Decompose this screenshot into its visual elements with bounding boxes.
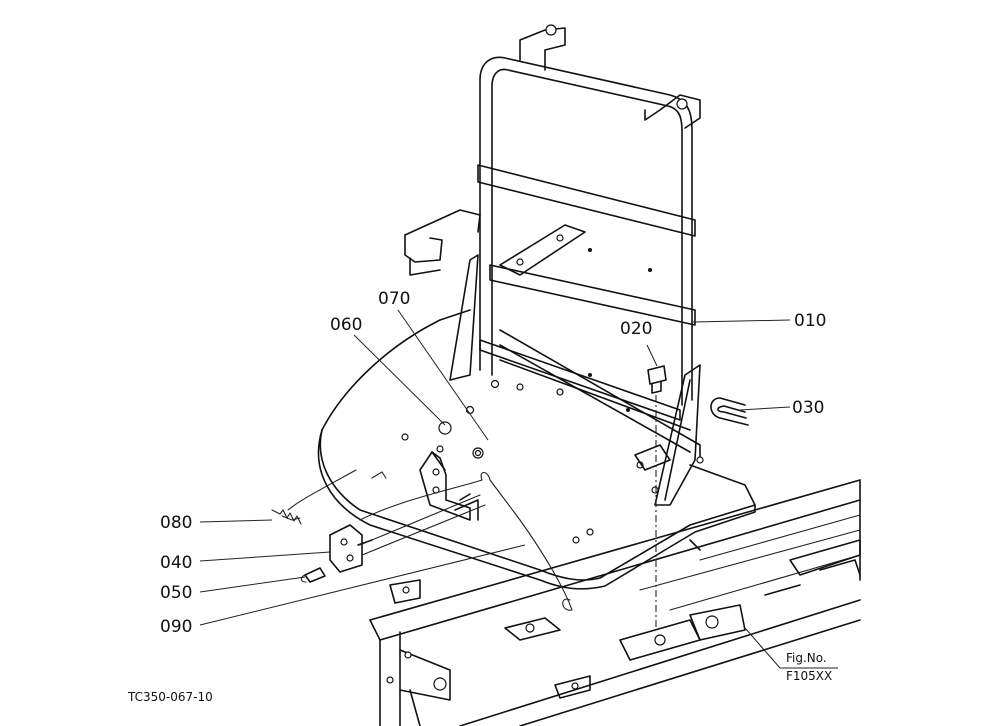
figure-number: F105XX: [786, 669, 832, 683]
spring-080: [271, 509, 302, 525]
callout-010: 010: [794, 311, 826, 331]
callout-030: 030: [792, 398, 824, 418]
leader-lines: [199, 309, 838, 669]
latch-plate-040: [329, 524, 373, 573]
callout-060: 060: [330, 315, 362, 335]
callout-080: 080: [160, 513, 192, 533]
chassis-frame: [369, 479, 861, 726]
latch-bracket: [419, 447, 484, 521]
drawing-code: TC350-067-10: [127, 690, 213, 704]
callout-090: 090: [160, 617, 192, 637]
pin-050: [300, 567, 326, 583]
callout-050: 050: [160, 583, 192, 603]
seat-support-frame: [404, 24, 701, 506]
callout-070: 070: [378, 289, 410, 309]
cable-090: [359, 471, 573, 611]
clip-030: [710, 397, 749, 426]
callout-040: 040: [160, 553, 192, 573]
bolt-020: [647, 365, 667, 630]
seat-pan: [317, 309, 756, 590]
callout-020: 020: [620, 319, 652, 339]
figure-label: Fig.No.: [786, 651, 827, 665]
